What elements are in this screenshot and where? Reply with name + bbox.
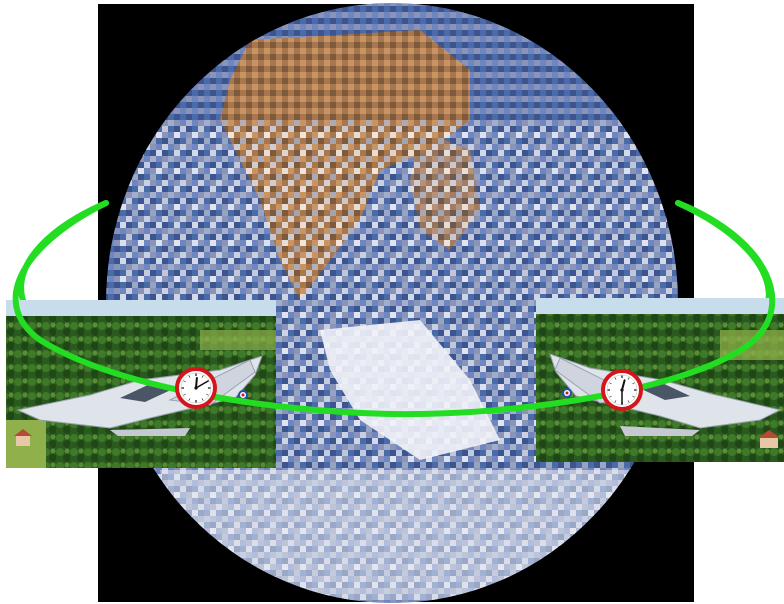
clock-icon-right: [601, 369, 643, 411]
clock-tick: [183, 393, 186, 396]
clock-minute-hand-left: [195, 380, 209, 389]
clock-tick: [632, 395, 635, 398]
clock-tick: [201, 375, 204, 378]
clock-tick: [632, 382, 635, 385]
clock-tick: [188, 398, 191, 401]
clock-icon-left: [175, 367, 217, 409]
clock-tick: [609, 395, 612, 398]
clock-tick: [614, 377, 617, 380]
clock-tick: [206, 393, 209, 396]
clock-tick: [183, 380, 186, 383]
clock-tick: [201, 398, 204, 401]
clock-hour-hand-left: [195, 377, 198, 389]
clock-tick: [609, 382, 612, 385]
clock-tick: [614, 400, 617, 403]
clock-tick: [627, 377, 630, 380]
orbit-ellipse-front: [12, 200, 776, 418]
clock-tick: [627, 400, 630, 403]
clock-hour-hand-right: [621, 379, 626, 391]
clock-tick: [188, 375, 191, 378]
